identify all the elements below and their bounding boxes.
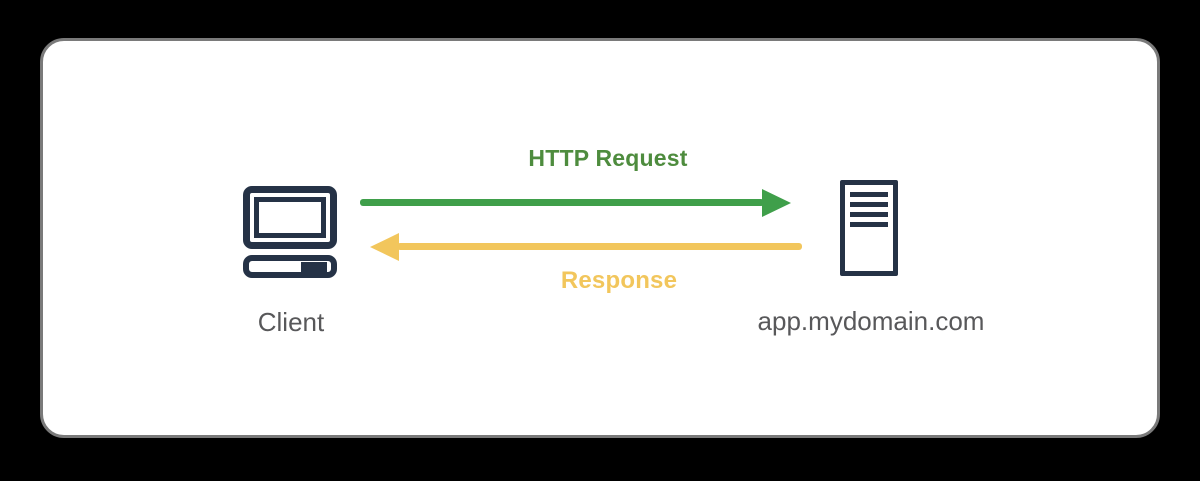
response-arrowhead-icon (370, 233, 399, 261)
http-request-arrowhead-icon (762, 189, 791, 217)
server-bar (850, 192, 888, 197)
client-node-label: Client (257, 307, 325, 337)
computer-screen (254, 197, 326, 238)
desktop-computer-icon (243, 186, 337, 319)
server-icon (840, 180, 898, 276)
server-bar (850, 212, 888, 217)
response-arrow-line (397, 243, 802, 250)
computer-base (243, 255, 337, 278)
computer-monitor (243, 186, 337, 249)
diagram-card: Client app.mydomain.com HTTP Request Res… (40, 38, 1160, 438)
response-flow-label: Response (560, 267, 678, 294)
http-request-flow-label: HTTP Request (528, 145, 688, 171)
server-bar (850, 222, 888, 227)
server-node-label: app.mydomain.com (757, 306, 985, 336)
server-bar (850, 202, 888, 207)
server-drive-bars (850, 192, 888, 227)
computer-base-slot (301, 261, 327, 272)
http-request-arrow-line (360, 199, 764, 206)
